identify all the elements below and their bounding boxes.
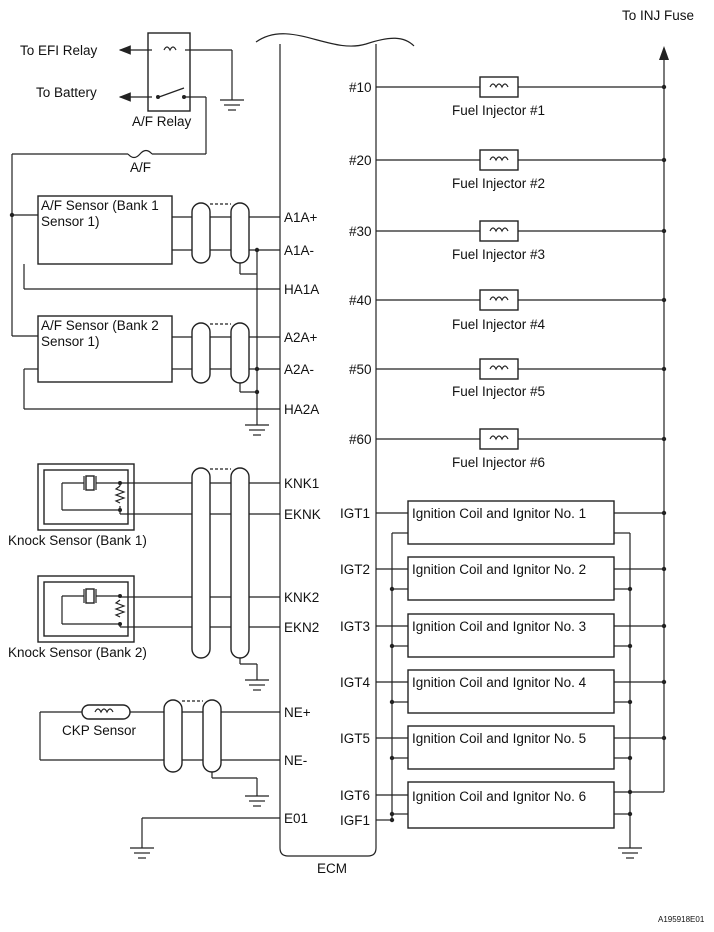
pin-label: HA1A [284,282,319,297]
pin-label: A1A+ [284,210,318,225]
svg-text:Ignition Coil and Ignitor No.: Ignition Coil and Ignitor No. 6 [412,789,586,804]
pin-label: NE- [284,753,307,768]
svg-text:Ignition Coil and Ignitor No.: Ignition Coil and Ignitor No. 3 [412,619,586,634]
svg-text:A/F Sensor (Bank 2: A/F Sensor (Bank 2 [41,318,159,333]
ecm-right-pins: #10 #20 #30 #40 #50 #60 IGT1 IGT2 IGT3 I… [340,80,372,828]
ecm-left-pins: A1A+ A1A- HA1A A2A+ A2A- HA2A KNK1 EKNK … [284,210,321,826]
pin-label: IGT1 [340,506,370,521]
svg-text:Fuel Injector #5: Fuel Injector #5 [452,384,545,399]
fuel-injector-5: Fuel Injector #5 [376,358,667,399]
svg-text:Ignition Coil and Ignitor No.: Ignition Coil and Ignitor No. 1 [412,506,586,521]
svg-text:Fuel Injector #4: Fuel Injector #4 [452,317,546,332]
fuel-injector-1: Fuel Injector #1 [376,76,667,118]
svg-text:Ignition Coil and Ignitor No.: Ignition Coil and Ignitor No. 5 [412,731,586,746]
ignition-coil-2: Ignition Coil and Ignitor No. 2 [376,556,667,601]
pin-label: #10 [349,80,372,95]
ckp-sensor [39,699,280,807]
knock-b2-label: Knock Sensor (Bank 2) [8,645,147,660]
pin-label: NE+ [284,705,311,720]
figure-id: A195918E01 [658,915,705,924]
fuel-injector-4: Fuel Injector #4 [376,289,667,332]
ignition-coil-6: Ignition Coil and Ignitor No. 6 [376,781,664,829]
injector-coil-icon [489,227,509,233]
injector-coil-icon [489,435,509,441]
svg-text:A/F Sensor (Bank 1: A/F Sensor (Bank 1 [41,198,159,213]
ignition-coil-1: Ignition Coil and Ignitor No. 1 [376,500,667,545]
pin-label: E01 [284,811,308,826]
injector-coil-icon [489,156,509,162]
fuse-icon [127,149,153,159]
ignition-coil-3: Ignition Coil and Ignitor No. 3 [376,613,667,658]
svg-text:Fuel Injector #6: Fuel Injector #6 [452,455,545,470]
pin-label: EKN2 [284,620,319,635]
ignition-coils: Ignition Coil and Ignitor No. 1 Ignition… [376,500,667,859]
knock-shield [191,467,269,691]
resistor-icon [114,599,126,618]
pin-label: HA2A [284,402,319,417]
pin-label: EKNK [284,507,321,522]
injector-coil-icon [489,83,509,89]
pin-label: A2A- [284,362,314,377]
arrow-up-icon [659,46,669,60]
ecm-label: ECM [317,861,347,876]
injectors: Fuel Injector #1 Fuel Injector #2 Fuel I… [376,76,667,470]
af-fuse [9,149,206,337]
pin-label: IGF1 [340,813,370,828]
injector-coil-icon [489,365,509,371]
pin-label: #20 [349,153,372,168]
pin-label: IGT3 [340,619,370,634]
fuel-injector-6: Fuel Injector #6 [376,428,667,470]
pin-label: IGT4 [340,675,370,690]
ecm-block: ECM [255,33,415,876]
pin-label: IGT5 [340,731,370,746]
inj-supply-bus [659,46,669,792]
svg-text:Sensor 1): Sensor 1) [41,214,100,229]
ignition-coil-5: Ignition Coil and Ignitor No. 5 [376,725,667,770]
resistor-icon [114,485,126,504]
svg-text:Fuel Injector #1: Fuel Injector #1 [452,103,545,118]
coil-icon [94,708,114,714]
svg-text:Sensor 1): Sensor 1) [41,334,100,349]
pin-label: #30 [349,224,372,239]
fuel-injector-2: Fuel Injector #2 [376,149,667,191]
pin-label: #60 [349,432,372,447]
af-fuse-label: A/F [130,160,151,175]
pin-label: IGT6 [340,788,370,803]
knock-sensor-bank1 [37,463,280,531]
ignition-coil-4: Ignition Coil and Ignitor No. 4 [376,669,667,714]
injector-coil-icon [489,296,509,302]
to-efi-relay-label: To EFI Relay [20,43,98,58]
pin-label: #40 [349,293,372,308]
af-sensor-bank1: A/F Sensor (Bank 1 Sensor 1) [23,195,280,425]
knock-b1-label: Knock Sensor (Bank 1) [8,533,147,548]
relay-coil-icon [163,46,177,52]
af-relay [118,32,244,154]
svg-text:Fuel Injector #2: Fuel Injector #2 [452,176,545,191]
pin-label: A2A+ [284,330,318,345]
pin-label: KNK2 [284,590,319,605]
knock-sensor-bank2 [37,575,280,643]
fuel-injector-3: Fuel Injector #3 [376,220,667,262]
ckp-label: CKP Sensor [62,723,137,738]
af-sensor-bank2: A/F Sensor (Bank 2 Sensor 1) [23,315,280,436]
svg-text:Ignition Coil and Ignitor No.: Ignition Coil and Ignitor No. 4 [412,675,587,690]
e01-ground [130,817,280,859]
pin-label: IGT2 [340,562,370,577]
af-relay-label: A/F Relay [132,114,192,129]
pin-label: KNK1 [284,476,319,491]
pin-label: #50 [349,362,372,377]
to-inj-fuse-label: To INJ Fuse [622,8,694,23]
svg-text:Ignition Coil and Ignitor No.: Ignition Coil and Ignitor No. 2 [412,562,586,577]
relay-switch-icon [158,87,185,98]
to-battery-label: To Battery [36,85,97,100]
pin-label: A1A- [284,243,314,258]
svg-text:Fuel Injector #3: Fuel Injector #3 [452,247,545,262]
